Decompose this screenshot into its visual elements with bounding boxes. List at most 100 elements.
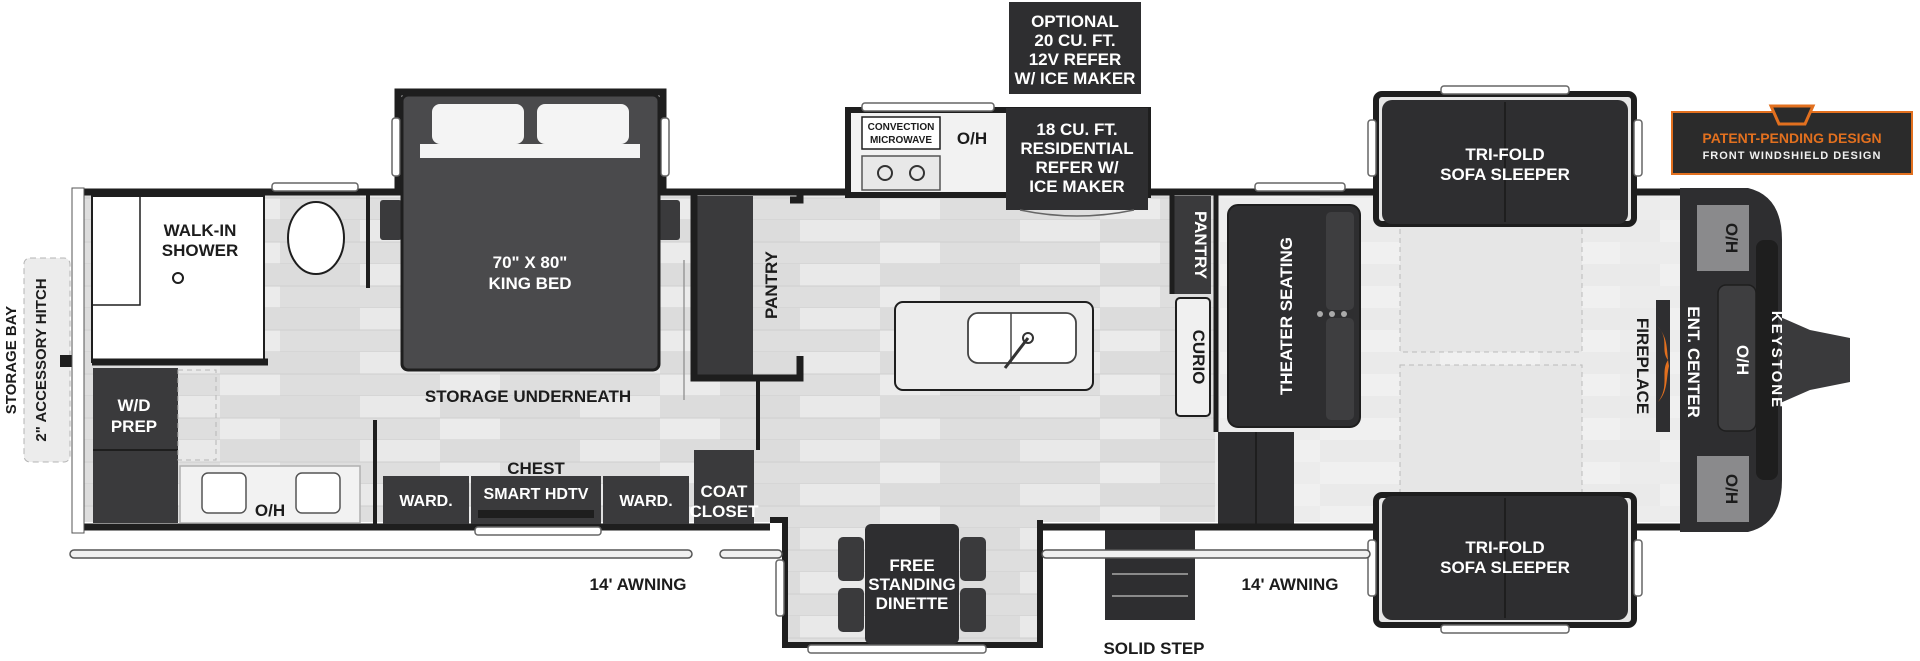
microwave-label: MICROWAVE [870, 135, 932, 146]
optional-refer [1009, 2, 1141, 94]
vanity-sink-left [201, 472, 247, 514]
hitch-receiver [60, 355, 74, 367]
wd-label: W/D [117, 396, 150, 415]
tv-window [474, 526, 602, 536]
burner-1 [877, 165, 893, 181]
kitchen-oh-label: O/H [957, 129, 987, 148]
optional-label-3: 12V REFER [1029, 50, 1122, 69]
slide-floor-top [1399, 221, 1583, 353]
pantry-left-label: PANTRY [762, 250, 781, 319]
ent-center-label: ENT. CENTER [1684, 306, 1703, 417]
chest-label: CHEST [507, 459, 565, 478]
front-oh-top-cab [1697, 205, 1749, 271]
bed-size-label: 70" X 80" [493, 253, 568, 272]
shower-drain [172, 272, 184, 284]
dinette-label-2: STANDING [868, 575, 956, 594]
front-oh-bottom-cab [1697, 456, 1749, 522]
pantry-wall-3 [790, 192, 804, 204]
main-top-window [1254, 182, 1346, 192]
convection-label: CONVECTION [868, 122, 935, 133]
rear-cap [71, 187, 85, 534]
bath-oh-label: O/H [255, 501, 285, 520]
wardrobe-left [383, 476, 469, 524]
flame-icon [1657, 326, 1669, 402]
dinette-walls [770, 517, 1043, 648]
front-oh-top-label: O/H [1722, 223, 1741, 253]
dinette-chair-1 [838, 537, 864, 581]
shower-label: SHOWER [162, 241, 239, 260]
fireplace-label: FIREPLACE [1633, 318, 1652, 414]
awning-right [1041, 549, 1371, 559]
wd-floor-zone [177, 369, 217, 461]
windshield [1756, 240, 1778, 480]
king-bed [400, 93, 661, 372]
dinette-table [865, 524, 959, 644]
refer-label-4: ICE MAKER [1029, 177, 1124, 196]
pantry-wall [690, 192, 804, 382]
wardrobe-right [603, 476, 689, 524]
tv-panel [478, 510, 594, 518]
curio-label: CURIO [1189, 330, 1208, 385]
badge-accent-icon [1768, 104, 1816, 126]
dinette-label-3: DINETTE [876, 594, 949, 613]
slide-window-right [660, 117, 670, 177]
nightstand-right [658, 200, 680, 240]
bed-headboard-strip [420, 144, 640, 158]
wardrobe-right-label: WARD. [619, 493, 672, 510]
front-oh-bottom-label: O/H [1722, 474, 1741, 504]
sofa-bottom-label-2: SOFA SLEEPER [1440, 558, 1570, 577]
prep-label: PREP [111, 417, 157, 436]
burner-2 [909, 165, 925, 181]
wardrobe-left-label: WARD. [399, 493, 452, 510]
pillow-right [537, 104, 629, 144]
solid-step-label: SOLID STEP [1103, 639, 1204, 658]
dinette-window [807, 644, 987, 654]
nightstand-left [380, 200, 402, 240]
storage-underneath-label: STORAGE UNDERNEATH [425, 387, 631, 406]
awning-right-label: 14' AWNING [1242, 575, 1339, 594]
storage-bay [23, 257, 71, 463]
dinette-chair-4 [960, 588, 986, 632]
pantry-cabinet-right [1173, 196, 1211, 294]
dinette-side-window [775, 559, 785, 617]
pin-box [1778, 316, 1850, 404]
optional-label-1: OPTIONAL [1031, 12, 1119, 31]
sofa-top-label-1: TRI-FOLD [1465, 145, 1544, 164]
sofa-top-window [1440, 85, 1570, 95]
front-oh-mid-label: O/H [1733, 345, 1752, 375]
curio-cabinet [1175, 297, 1211, 417]
fireplace-unit [1656, 300, 1670, 432]
wd-prep-cabinet [93, 368, 178, 523]
dinette-label-1: FREE [889, 556, 934, 575]
dinette-chair-3 [960, 537, 986, 581]
optional-label-4: W/ ICE MAKER [1015, 69, 1136, 88]
dinette-chair-2 [838, 588, 864, 632]
cooktop [861, 155, 941, 191]
pillow-left [432, 104, 524, 144]
refer-label-1: 18 CU. FT. [1036, 120, 1117, 139]
pantry-cabinet-left [697, 196, 753, 376]
smart-hdtv-label: SMART HDTV [484, 486, 589, 503]
bed-type-label: KING BED [488, 274, 571, 293]
vanity-sink-right [295, 472, 341, 514]
sofa-top-label-2: SOFA SLEEPER [1440, 165, 1570, 184]
sofa-bottom-label-1: TRI-FOLD [1465, 538, 1544, 557]
convection-microwave [861, 116, 941, 150]
badge-line2: FRONT WINDSHIELD DESIGN [1703, 150, 1882, 162]
closet-label: CLOSET [690, 502, 760, 521]
refer-label-3: REFER W/ [1035, 158, 1118, 177]
residential-refer [1006, 108, 1148, 210]
awning-left [69, 549, 693, 559]
accessory-hitch-label: 2" ACCESSORY HITCH [33, 278, 50, 441]
bath-window [271, 182, 359, 192]
refer-swing [1019, 209, 1135, 217]
sofa-bottom-window [1440, 624, 1570, 634]
toilet [287, 201, 345, 275]
shower-bench [92, 196, 141, 306]
kitchen-slide-window [861, 102, 995, 112]
keystone-brand-label: KEYSTONE [1768, 311, 1785, 409]
slide-window-left [391, 117, 401, 177]
awning-left-label: 14' AWNING [590, 575, 687, 594]
theater-seating-label: THEATER SEATING [1277, 237, 1296, 395]
pantry-right-label: PANTRY [1191, 211, 1210, 280]
